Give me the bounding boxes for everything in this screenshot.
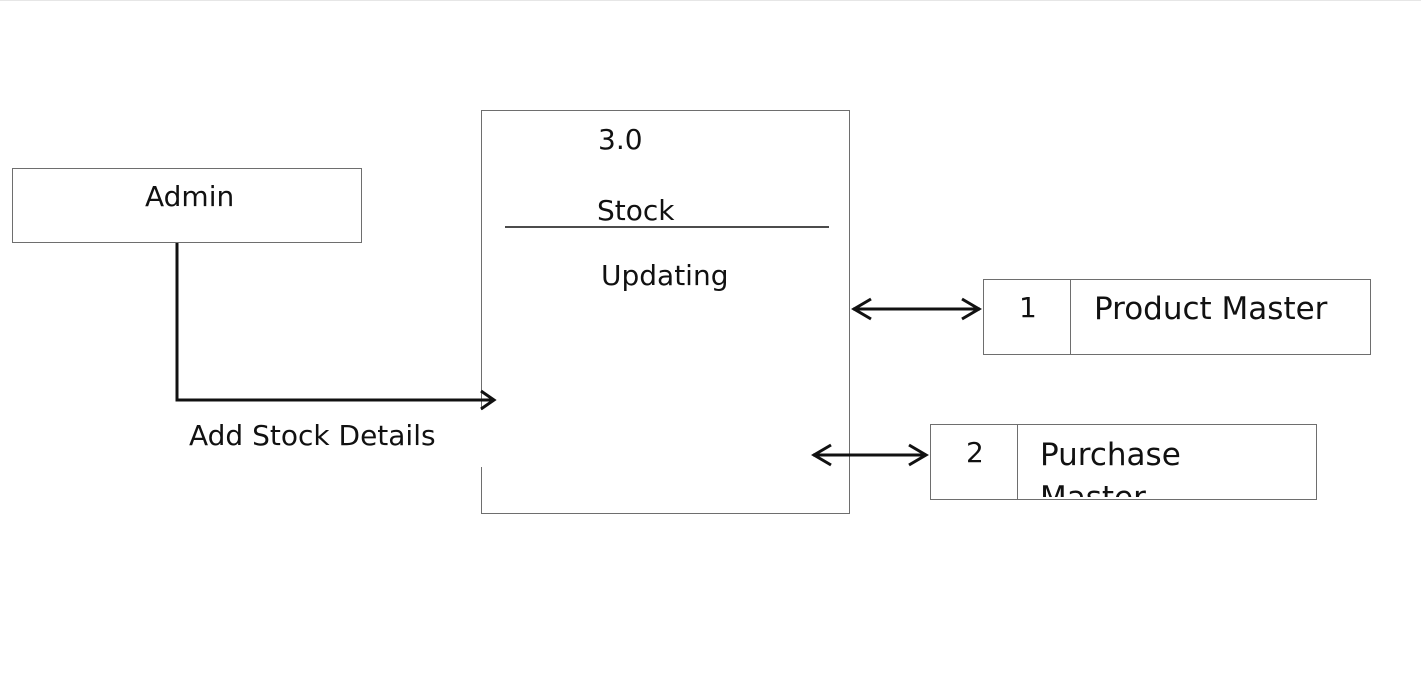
- flow-product-master-arrowhead-right: [961, 297, 982, 321]
- entity-admin-label: Admin: [145, 180, 235, 213]
- process-box[interactable]: [481, 110, 850, 514]
- data-store-product-master-id: 1: [1019, 291, 1037, 324]
- data-store-purchase-master-id: 2: [966, 436, 984, 469]
- top-border-line: [0, 0, 1421, 1]
- process-name-line2: Updating: [601, 259, 729, 292]
- data-store-purchase-master-name-overflow: Master: [1040, 483, 1146, 498]
- entity-admin-box[interactable]: [12, 168, 362, 243]
- data-store-purchase-master-name-overflow-clip: Master: [1030, 480, 1280, 498]
- data-store-product-master-name-box[interactable]: [1070, 279, 1371, 355]
- flow-admin-to-process-line: [175, 243, 493, 402]
- data-store-purchase-master-name: Purchase: [1040, 437, 1181, 473]
- process-name-line1: Stock: [597, 194, 675, 227]
- flow-label-add-stock-details: Add Stock Details: [189, 419, 436, 452]
- process-number: 3.0: [598, 123, 643, 156]
- data-store-product-master-name: Product Master: [1094, 291, 1328, 327]
- data-store-product-master-id-box[interactable]: [983, 279, 1071, 355]
- flow-product-master-arrowhead-left: [851, 297, 872, 321]
- data-store-purchase-master-name-box[interactable]: [1017, 424, 1317, 500]
- flow-purchase-master-arrowhead-right: [908, 443, 929, 467]
